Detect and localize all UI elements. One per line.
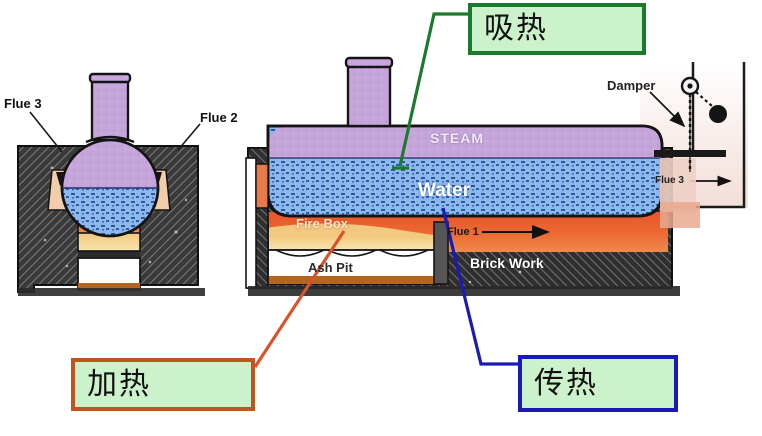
annotation-label-absorb-heat: 吸热 [484, 11, 548, 46]
damper-assembly [649, 76, 727, 172]
boiler-front-view [17, 72, 205, 296]
annotation-box-absorb-heat: 吸热 [468, 3, 646, 55]
annotation-label-heating: 加热 [87, 366, 151, 402]
annotation-box-heating: 加热 [71, 358, 255, 411]
leader-line-absorb [392, 12, 468, 170]
annotation-label-heat-transfer: 传热 [534, 365, 598, 401]
leader-line-transfer [441, 207, 518, 366]
annotation-box-heat-transfer: 传热 [518, 355, 678, 412]
leader-line-heat [253, 230, 346, 368]
